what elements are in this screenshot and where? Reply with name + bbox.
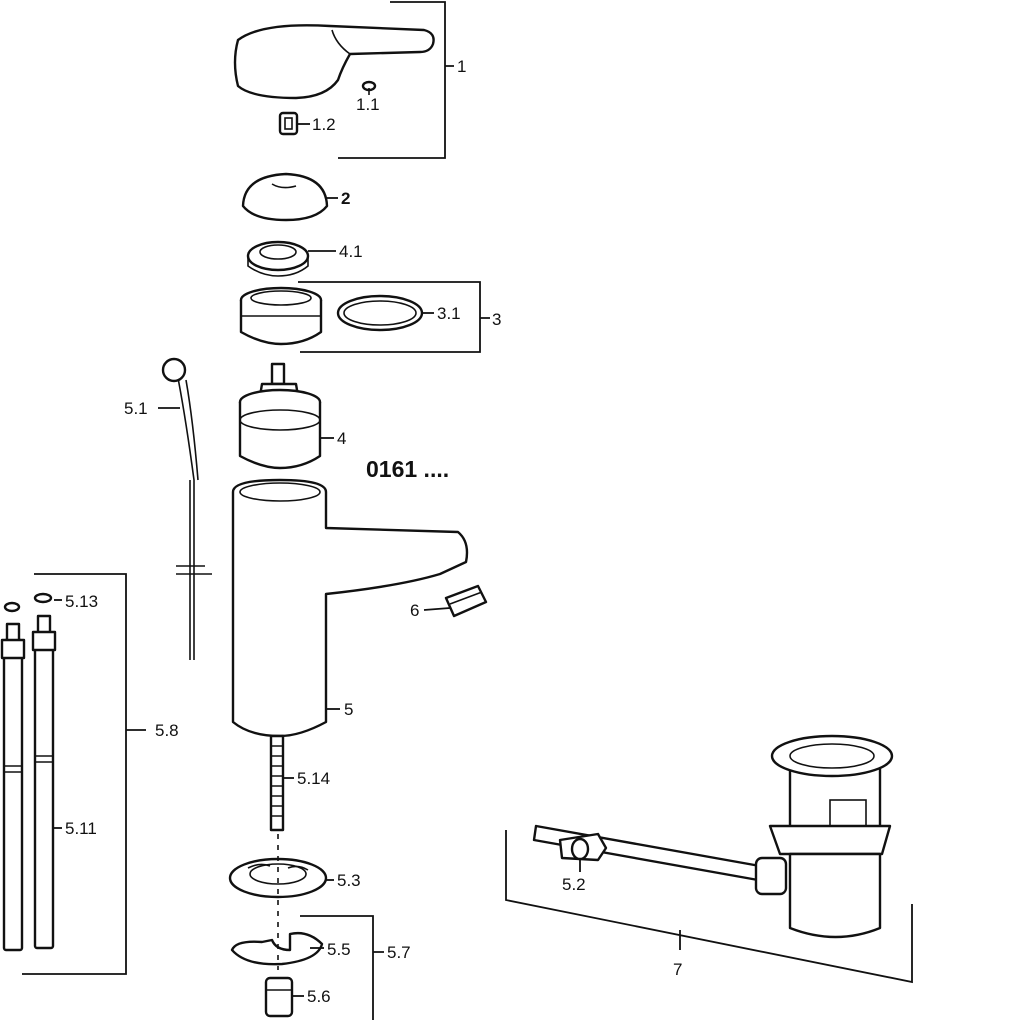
bracket-7 [505,830,913,984]
pop-up-rod [161,357,212,660]
label-5-11: 5.11 [65,819,97,838]
bracket-5-8 [22,573,146,975]
aerator [444,584,488,618]
label-5-13: 5.13 [65,592,98,611]
label-1-2: 1.2 [312,115,336,134]
label-6: 6 [410,601,419,620]
threaded-stud [269,734,285,832]
label-4: 4 [337,429,346,448]
handle-screw-cap [361,80,377,95]
callout-labels: 1 1.1 1.2 2 4.1 3.1 3 5.1 4 0161 .... 5.… [65,57,682,1006]
pop-up-waste [532,734,894,939]
label-3: 3 [492,310,501,329]
label-1-1: 1.1 [356,95,380,114]
mixer-cartridge [238,362,322,470]
connection-hoses [0,592,57,952]
tap-body [231,478,469,738]
horseshoe-clip [230,931,324,966]
model-number: 0161 .... [366,456,449,482]
label-5-3: 5.3 [337,871,361,890]
label-5-14: 5.14 [297,769,330,788]
bracket-1 [338,1,454,159]
label-5-7: 5.7 [387,943,411,962]
hex-nut [264,976,294,1018]
handle-grub-screw [278,111,299,136]
label-2: 2 [341,189,350,208]
label-1: 1 [457,57,466,76]
label-5-8: 5.8 [155,721,179,740]
cartridge-nut [239,286,323,346]
label-5-5: 5.5 [327,940,351,959]
label-4-1: 4.1 [339,242,363,261]
label-7: 7 [673,960,682,979]
bracket-5-7 [300,915,384,1020]
bracket-3 [298,281,490,353]
threaded-ring [246,240,310,277]
label-5-1: 5.1 [124,399,148,418]
label-3-1: 3.1 [437,304,461,323]
label-5-6: 5.6 [307,987,331,1006]
label-5: 5 [344,700,353,719]
label-5-2: 5.2 [562,875,586,894]
lever-handle [233,24,435,100]
dome-cap [241,172,329,222]
leader-lines [53,123,581,997]
